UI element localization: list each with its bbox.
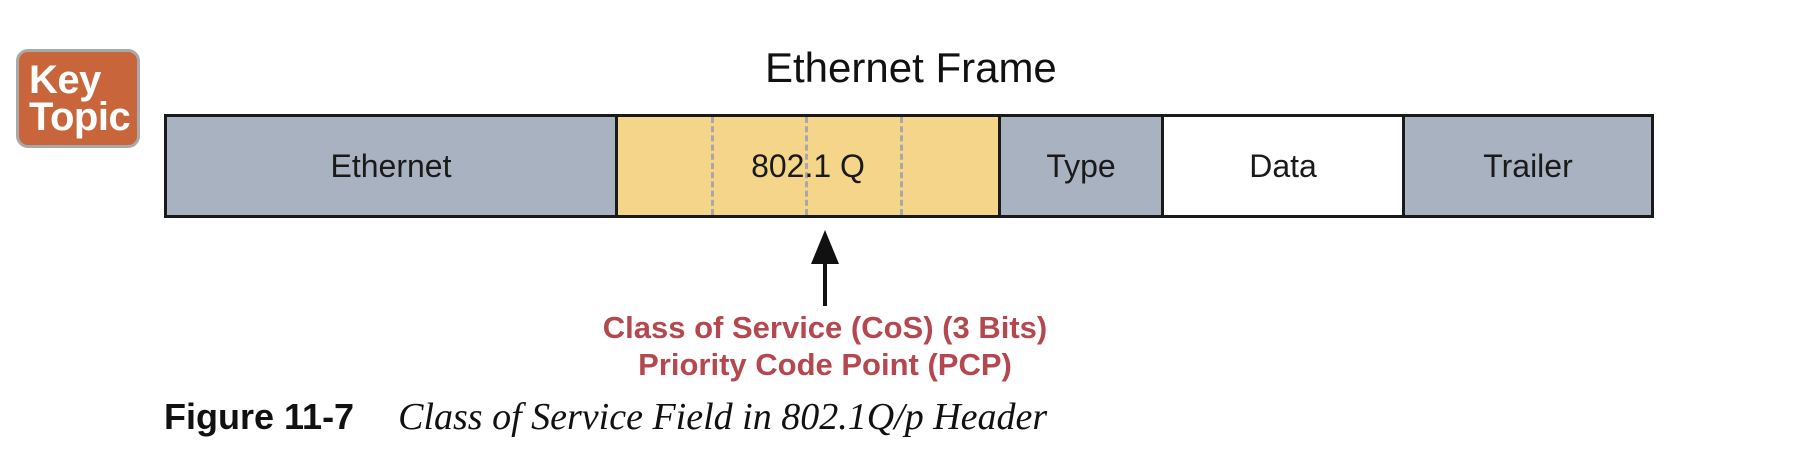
figure-caption-text: Class of Service Field in 802.1Q/p Heade… xyxy=(398,396,1048,438)
field-type: Type xyxy=(998,114,1164,218)
field-type-label: Type xyxy=(1046,147,1116,184)
field-ethernet: Ethernet xyxy=(164,114,618,218)
key-topic-badge: Key Topic xyxy=(16,49,140,148)
dot1q-divider-1 xyxy=(711,117,714,215)
badge-line-2: Topic xyxy=(29,95,131,139)
badge-line-1: Key xyxy=(29,58,101,102)
field-data: Data xyxy=(1161,114,1405,218)
diagram-title: Ethernet Frame xyxy=(765,44,1057,91)
field-data-label: Data xyxy=(1249,147,1317,184)
field-802-1q: 802.1 Q xyxy=(615,114,1001,218)
cos-annotation-line-1: Class of Service (CoS) (3 Bits) xyxy=(602,310,1048,345)
figure-caption: Figure 11-7 Class of Service Field in 80… xyxy=(164,395,1047,439)
dot1q-divider-2 xyxy=(805,117,808,215)
field-802-1q-label: 802.1 Q xyxy=(751,147,865,184)
cos-annotation-line-2: Priority Code Point (PCP) xyxy=(638,347,1012,382)
field-trailer-label: Trailer xyxy=(1483,147,1573,184)
dot1q-divider-3 xyxy=(900,117,903,215)
field-ethernet-label: Ethernet xyxy=(330,147,452,184)
up-arrow-icon xyxy=(811,230,839,306)
figure-number: Figure 11-7 xyxy=(164,396,355,437)
field-trailer: Trailer xyxy=(1402,114,1654,218)
ethernet-frame: Ethernet 802.1 Q Type Data Trailer xyxy=(164,114,1654,218)
